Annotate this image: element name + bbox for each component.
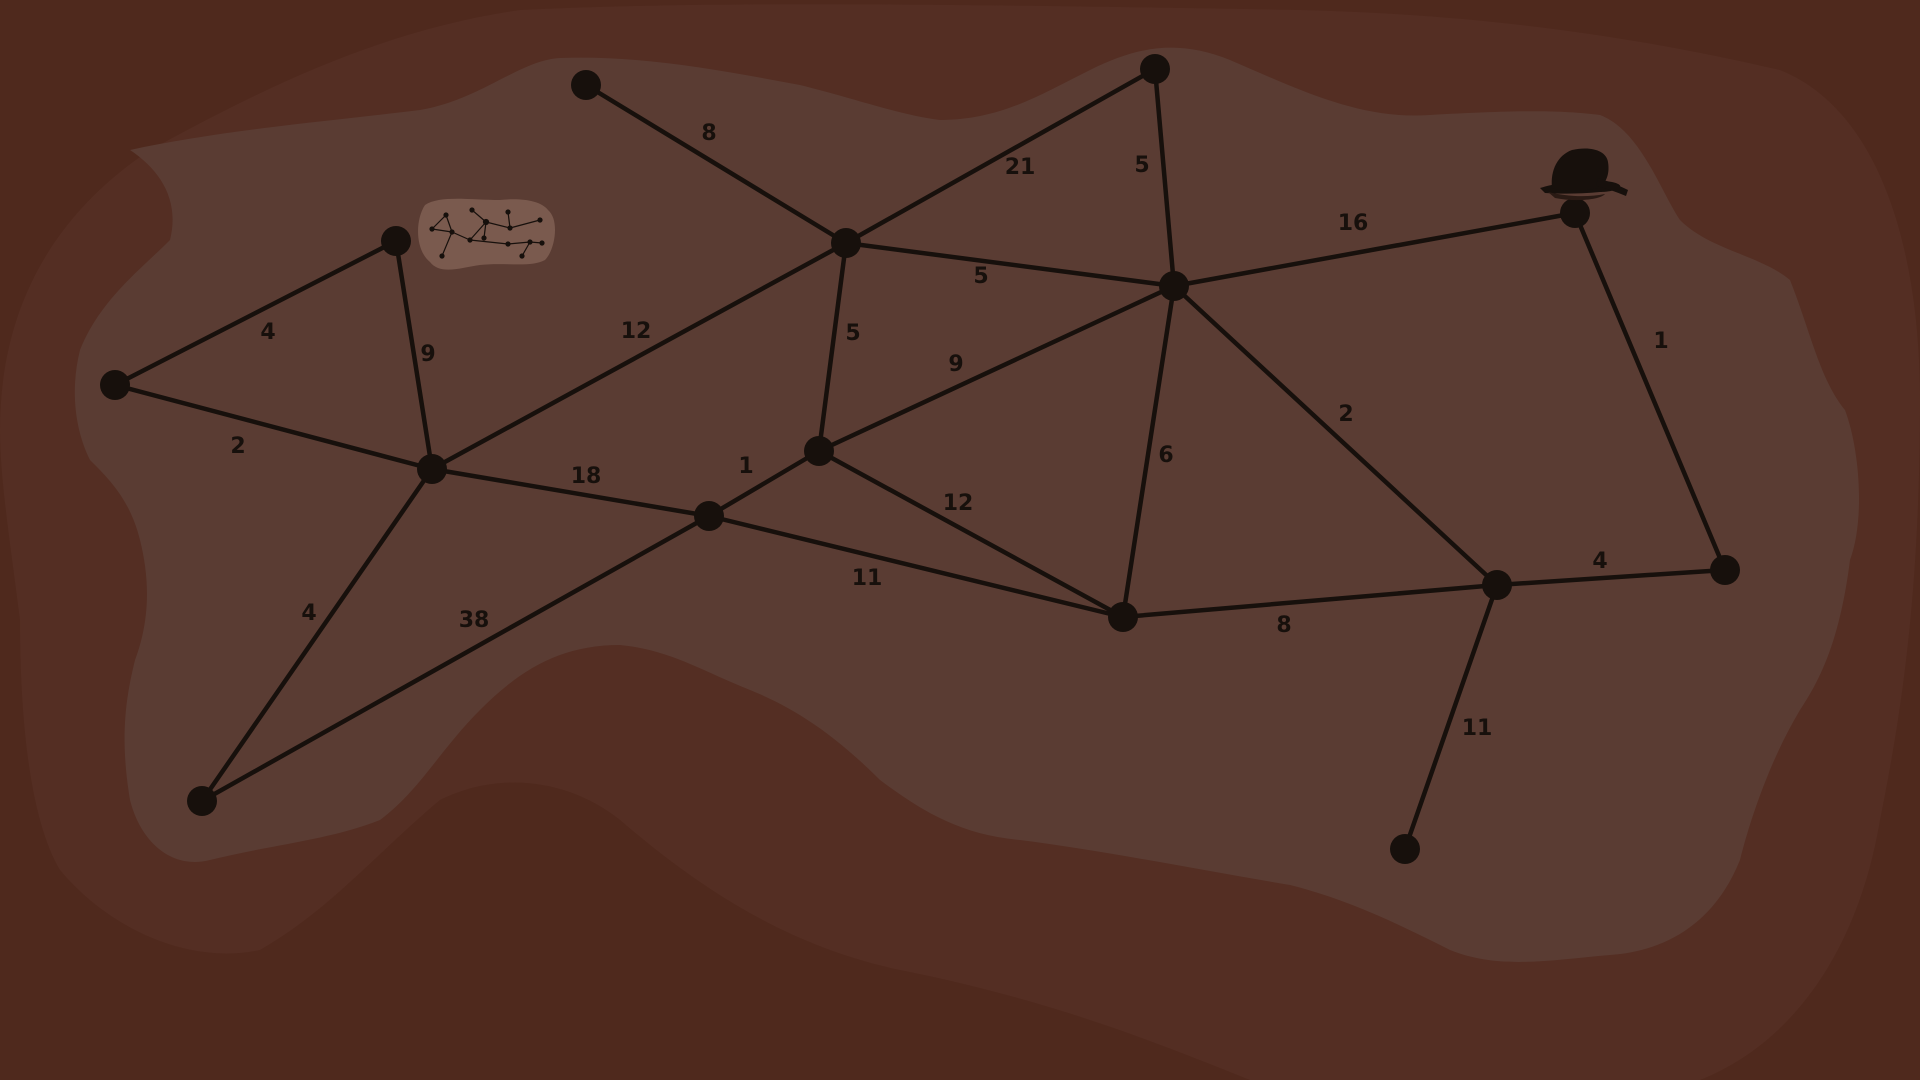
graph-node-n11[interactable] (1108, 602, 1138, 632)
edge-n5-n11 (1120, 283, 1177, 620)
edge-n2-n4 (843, 66, 1158, 246)
edge-weight-label: 5 (1134, 153, 1149, 178)
edge-weight-label: 11 (852, 566, 883, 591)
edge-n9-n11 (816, 448, 1126, 620)
graph-node-n13[interactable] (1710, 555, 1740, 585)
edge-weight-label: 4 (1592, 549, 1607, 574)
edge-n2-n5 (1152, 66, 1177, 289)
edge-weight-label: 16 (1338, 211, 1369, 236)
edge-n1-n4 (583, 82, 849, 246)
edge-weight-label: 38 (459, 608, 490, 633)
edge-n9-n10 (706, 448, 822, 519)
edge-weight-label: 5 (973, 264, 988, 289)
edge-weight-label: 2 (1338, 402, 1353, 427)
minimap-background (418, 198, 556, 270)
graph-node-n12[interactable] (1482, 570, 1512, 600)
edge-n12-n15 (1402, 582, 1500, 852)
graph-node-n1[interactable] (571, 70, 601, 100)
edges-layer (112, 66, 1728, 852)
edge-weight-label: 2 (230, 434, 245, 459)
graph-node-n2[interactable] (1140, 54, 1170, 84)
graph-node-n5[interactable] (1159, 271, 1189, 301)
edge-weight-label: 8 (1276, 613, 1291, 638)
edge-weight-label: 9 (948, 352, 963, 377)
edge-n5-n12 (1171, 283, 1500, 588)
edge-n4-n9 (816, 240, 849, 454)
edge-weight-label: 12 (943, 491, 974, 516)
edge-n5-n9 (816, 283, 1177, 454)
minimap[interactable] (418, 198, 556, 270)
graph-node-n8[interactable] (417, 454, 447, 484)
hat-shadow (1548, 192, 1605, 201)
cave-floor (74, 47, 1860, 962)
edge-weight-label: 1 (738, 454, 753, 479)
edge-n5-n6 (1171, 210, 1578, 289)
edge-n4-n5 (843, 240, 1177, 289)
edge-n11-n12 (1120, 582, 1500, 620)
edge-weight-label: 9 (420, 342, 435, 367)
graph-node-n4[interactable] (831, 228, 861, 258)
graph-node-n10[interactable] (694, 501, 724, 531)
edge-weight-label: 1 (1653, 329, 1668, 354)
edge-n10-n11 (706, 513, 1126, 620)
hat-tail (1596, 178, 1628, 196)
graph-node-n15[interactable] (1390, 834, 1420, 864)
graph-node-n7[interactable] (100, 370, 130, 400)
edge-n10-n14 (199, 513, 712, 804)
edge-weight-label: 4 (260, 320, 275, 345)
graph-node-n14[interactable] (187, 786, 217, 816)
edge-n3-n8 (393, 238, 435, 472)
constellation-map-icon (429, 207, 545, 259)
edge-weight-label: 21 (1005, 155, 1036, 180)
graph-node-n3[interactable] (381, 226, 411, 256)
edge-weight-label: 18 (571, 464, 602, 489)
graph-node-n9[interactable] (804, 436, 834, 466)
edge-weight-label: 6 (1158, 443, 1173, 468)
edge-n12-n13 (1494, 567, 1728, 588)
edge-n8-n14 (199, 466, 435, 804)
edge-weight-label: 4 (301, 601, 316, 626)
edge-n8-n10 (429, 466, 712, 519)
edge-weight-label: 5 (845, 321, 860, 346)
edge-n3-n7 (112, 238, 399, 388)
edge-n6-n13 (1572, 210, 1728, 573)
nodes-layer (100, 54, 1740, 864)
graph-node-n6[interactable] (1560, 198, 1590, 228)
edge-n7-n8 (112, 382, 435, 472)
witch-hat-icon[interactable] (1540, 148, 1628, 201)
edge-weight-label: 12 (621, 319, 652, 344)
hat-crown (1551, 148, 1609, 191)
edge-weight-label: 11 (1462, 716, 1493, 741)
edge-weight-label: 8 (701, 121, 716, 146)
edge-n4-n8 (429, 240, 849, 472)
